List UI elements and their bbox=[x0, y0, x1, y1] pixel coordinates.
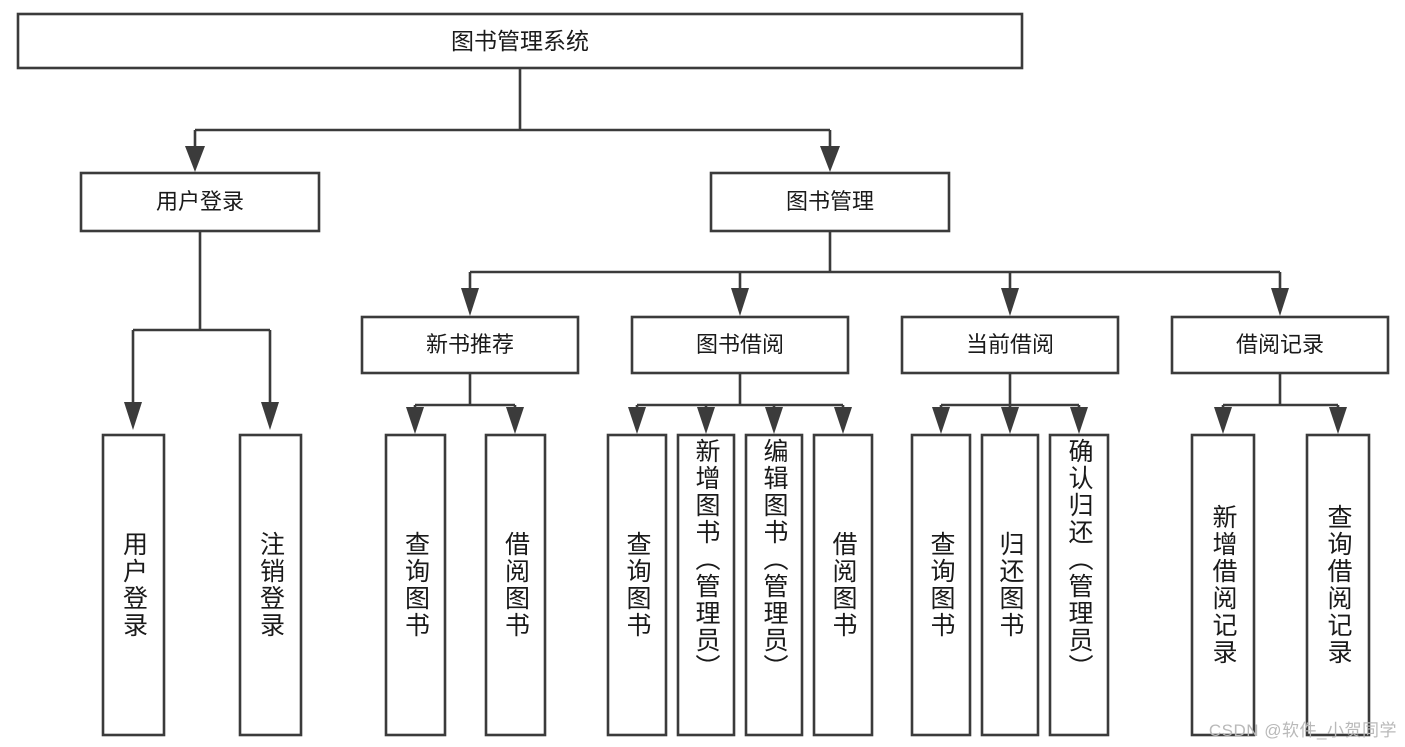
root-label: 图书管理系统 bbox=[451, 28, 589, 54]
leaf-box-query-book-3[interactable] bbox=[910, 433, 972, 737]
book-manage-box[interactable] bbox=[709, 171, 951, 233]
leaf-box-return-book[interactable] bbox=[980, 433, 1040, 737]
arrow-head-cb-leaf2 bbox=[1001, 407, 1019, 434]
arrow-head-book-manage bbox=[820, 146, 840, 172]
arrow-head-nbr-leaf2 bbox=[506, 407, 524, 434]
arrow-head-leaf-user-login bbox=[124, 402, 142, 430]
node-book-borrow[interactable]: 图书借阅 bbox=[630, 315, 850, 375]
leaf-box-borrow-book-2[interactable] bbox=[812, 433, 874, 737]
arrow-head-user-login bbox=[185, 146, 205, 172]
book-borrow-label: 图书借阅 bbox=[696, 332, 784, 357]
arrow-head-book-borrow bbox=[731, 288, 749, 316]
arrow-head-bb-leaf2 bbox=[697, 407, 715, 434]
arrow-head-bb-leaf1 bbox=[628, 407, 646, 434]
arrow-head-br-leaf1 bbox=[1214, 407, 1232, 434]
node-user-login[interactable]: 用户登录 bbox=[79, 171, 321, 233]
node-borrow-record[interactable]: 借阅记录 bbox=[1170, 315, 1390, 375]
leaf-box-add-record[interactable] bbox=[1190, 433, 1256, 737]
leaf-box-logout[interactable] bbox=[238, 433, 303, 737]
node-current-borrow[interactable]: 当前借阅 bbox=[900, 315, 1120, 375]
new-book-recommend-box[interactable] bbox=[360, 315, 580, 375]
user-login-label: 用户登录 bbox=[156, 189, 244, 214]
arrow-head-borrow-record bbox=[1271, 288, 1289, 316]
arrow-head-nbr-leaf1 bbox=[406, 407, 424, 434]
arrow-head-current-borrow bbox=[1001, 288, 1019, 316]
leaf-box-query-book-2[interactable] bbox=[606, 433, 668, 737]
csdn-watermark: CSDN @软件_小贺同学 bbox=[1208, 721, 1397, 740]
current-borrow-box[interactable] bbox=[900, 315, 1120, 375]
leaf-box-edit-book[interactable] bbox=[744, 433, 804, 737]
book-manage-label: 图书管理 bbox=[786, 189, 874, 214]
arrow-head-cb-leaf1 bbox=[932, 407, 950, 434]
leaf-box-borrow-book-1[interactable] bbox=[484, 433, 547, 737]
root-box[interactable] bbox=[16, 12, 1024, 70]
leaf-box-add-book[interactable] bbox=[676, 433, 736, 737]
arrow-head-new-book-recommend bbox=[461, 288, 479, 316]
borrow-record-label: 借阅记录 bbox=[1236, 332, 1324, 357]
book-borrow-box[interactable] bbox=[630, 315, 850, 375]
arrow-head-leaf-logout bbox=[261, 402, 279, 430]
node-root[interactable]: 图书管理系统 bbox=[16, 12, 1024, 70]
arrow-head-cb-leaf3 bbox=[1070, 407, 1088, 434]
arrow-head-bb-leaf4 bbox=[834, 407, 852, 434]
leaf-box-query-record[interactable] bbox=[1305, 433, 1371, 737]
arrow-head-br-leaf2 bbox=[1329, 407, 1347, 434]
node-book-manage[interactable]: 图书管理 bbox=[709, 171, 951, 233]
node-new-book-recommend[interactable]: 新书推荐 bbox=[360, 315, 580, 375]
borrow-record-box[interactable] bbox=[1170, 315, 1390, 375]
leaf-box-query-book-1[interactable] bbox=[384, 433, 447, 737]
current-borrow-label: 当前借阅 bbox=[966, 332, 1054, 357]
leaf-box-user-login[interactable] bbox=[101, 433, 166, 737]
leaf-box-confirm-return[interactable] bbox=[1048, 433, 1110, 737]
arrow-head-bb-leaf3 bbox=[765, 407, 783, 434]
new-book-recommend-label: 新书推荐 bbox=[426, 332, 514, 357]
